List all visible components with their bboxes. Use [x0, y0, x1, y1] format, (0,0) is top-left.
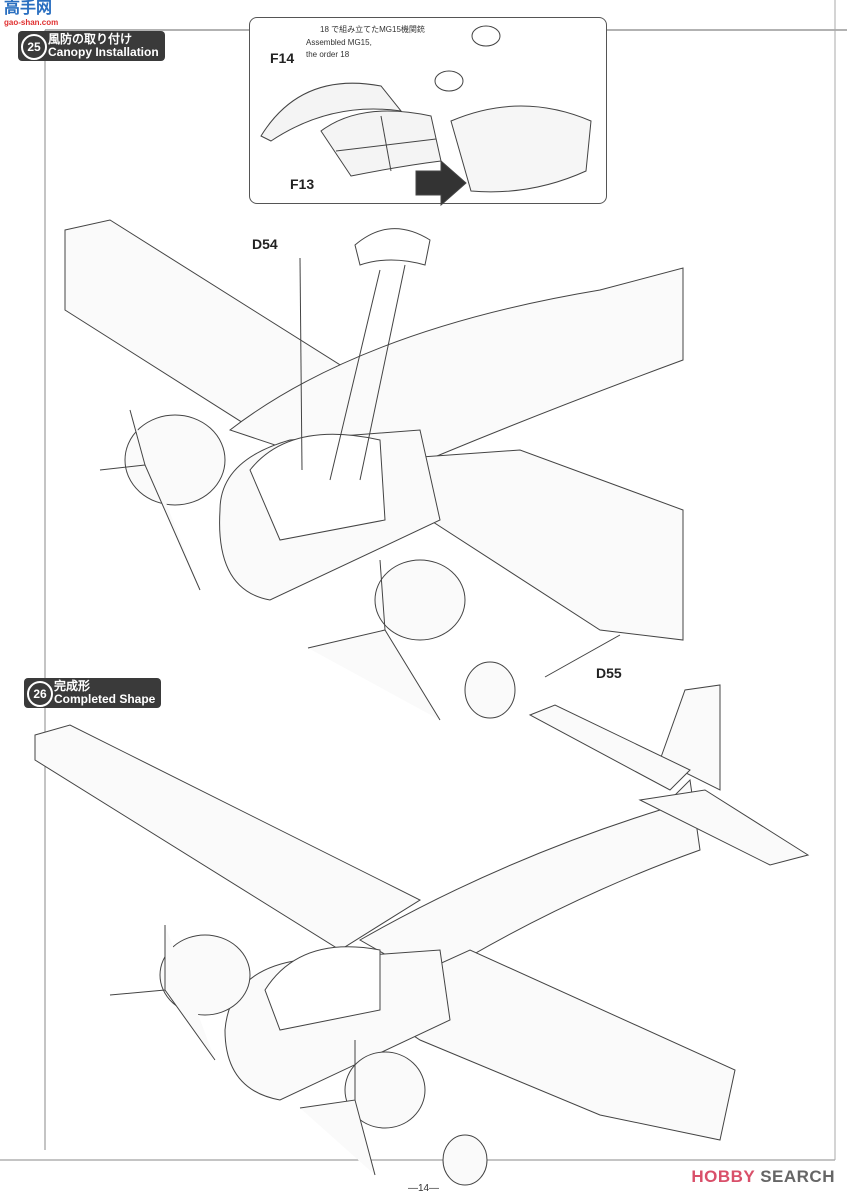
- mg15-note-en-2: the order 18: [306, 50, 350, 59]
- part-label-f14: F14: [270, 50, 295, 66]
- step-26-title-jp: 完成形: [54, 679, 91, 693]
- mg15-note-en-1: Assembled MG15,: [306, 38, 372, 47]
- part-label-d54: D54: [252, 236, 278, 252]
- step-25-number: 25: [21, 34, 47, 60]
- step-26-title-en: Completed Shape: [54, 692, 156, 706]
- step-25-title-jp: 風防の取り付け: [48, 32, 133, 46]
- part-label-f13: F13: [290, 176, 315, 192]
- step-26-header: 26 完成形 Completed Shape: [24, 678, 162, 708]
- aircraft-completed: [34, 684, 810, 1186]
- watermark-text: 高手网: [4, 0, 53, 17]
- step-25-header: 25 風防の取り付け Canopy Installation: [18, 31, 165, 61]
- canopy-parts-drawing: [260, 25, 592, 207]
- mg15-note-jp: 18 で組み立てたMG15機関銃: [320, 25, 425, 34]
- canopy-detail-callout: 18 で組み立てたMG15機関銃 Assembled MG15, the ord…: [249, 17, 607, 207]
- brand-part-1: HOBBY: [691, 1167, 755, 1186]
- hobby-search-logo: HOBBY SEARCH: [691, 1167, 835, 1187]
- brand-part-2: SEARCH: [760, 1167, 835, 1186]
- watermark-url: gao-shan.com: [4, 18, 59, 27]
- step-26-number: 26: [27, 681, 53, 707]
- part-label-d55: D55: [596, 665, 622, 681]
- step-25-title-en: Canopy Installation: [48, 45, 159, 59]
- aircraft-canopy-step: [64, 219, 684, 721]
- page-number: —14—: [407, 1183, 440, 1194]
- arrow-icon: [415, 159, 467, 207]
